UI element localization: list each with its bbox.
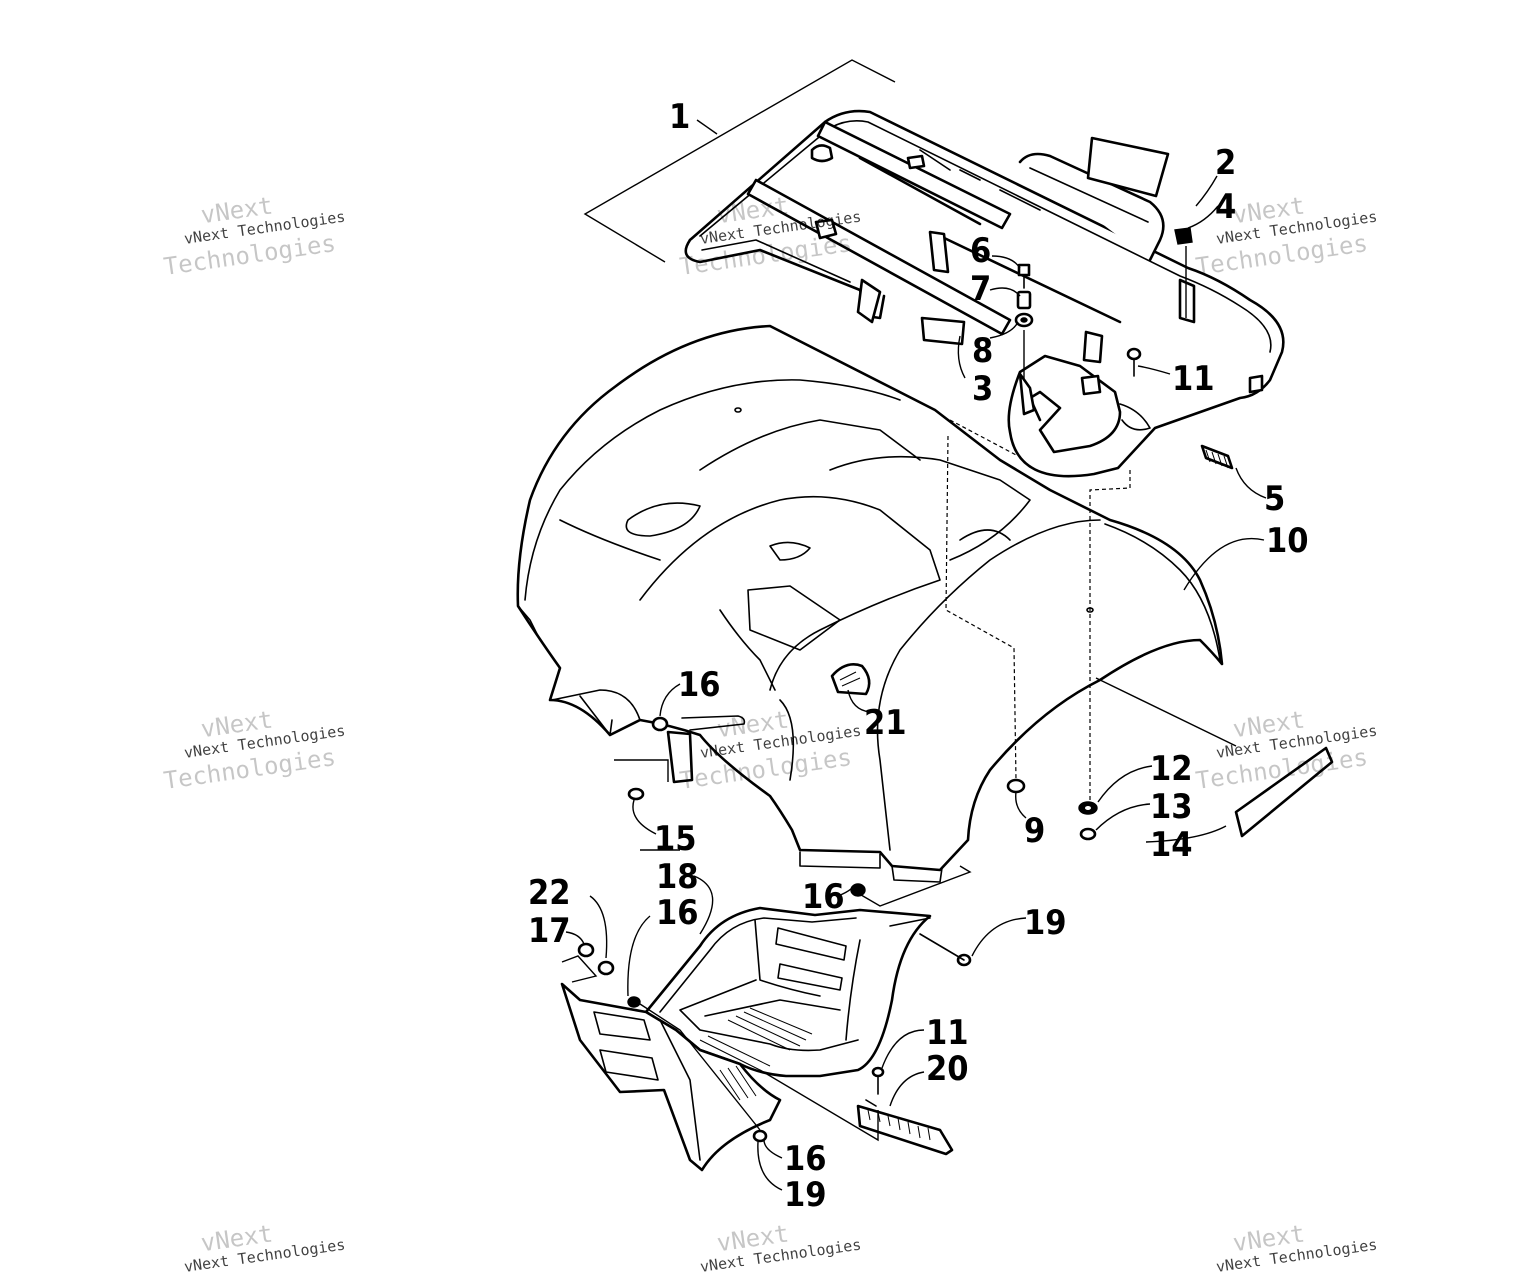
nut-16-fender-bottom bbox=[850, 883, 866, 897]
footwell bbox=[644, 906, 932, 1078]
nut-4 bbox=[1174, 227, 1193, 318]
spacer-7 bbox=[1016, 290, 1032, 310]
callout-19-right: 19 bbox=[1024, 903, 1067, 943]
callout-3: 3 bbox=[972, 369, 993, 409]
callout-16-step: 16 bbox=[784, 1139, 827, 1179]
callout-16-panel: 16 bbox=[656, 893, 699, 933]
rack-assembly-bracket bbox=[583, 59, 896, 263]
callout-1: 1 bbox=[669, 97, 690, 137]
screw-19-bottom bbox=[752, 1129, 768, 1143]
callout-18: 18 bbox=[656, 857, 699, 897]
decal-14 bbox=[1234, 746, 1334, 838]
callout-10: 10 bbox=[1266, 521, 1309, 561]
callout-16-fender: 16 bbox=[678, 665, 721, 705]
callout-9: 9 bbox=[1024, 811, 1045, 851]
rear-fender bbox=[516, 324, 1224, 883]
fender-flap bbox=[666, 715, 746, 784]
bolt-11-bottom bbox=[871, 1066, 885, 1095]
callout-22: 22 bbox=[528, 873, 571, 913]
callout-12: 12 bbox=[1150, 749, 1193, 789]
callout-19-bottom: 19 bbox=[784, 1175, 827, 1215]
callout-17: 17 bbox=[528, 911, 571, 951]
step-20 bbox=[856, 1099, 954, 1156]
decal-21 bbox=[830, 663, 871, 696]
nut-9 bbox=[1006, 778, 1026, 794]
callout-14: 14 bbox=[1150, 825, 1193, 865]
nut-22 bbox=[597, 960, 615, 976]
fastener-17 bbox=[577, 942, 595, 958]
washer-15 bbox=[627, 787, 645, 801]
callout-15: 15 bbox=[654, 819, 697, 859]
callout-13: 13 bbox=[1150, 787, 1193, 827]
guide-lines bbox=[561, 677, 1237, 1142]
callout-6: 6 bbox=[970, 231, 991, 271]
callout-20: 20 bbox=[926, 1049, 969, 1089]
handle-5 bbox=[1200, 444, 1234, 470]
callout-8: 8 bbox=[972, 331, 993, 371]
nut-13 bbox=[1079, 827, 1097, 841]
washer-12 bbox=[1078, 801, 1098, 815]
callout-4: 4 bbox=[1215, 187, 1236, 227]
callout-7: 7 bbox=[970, 269, 991, 309]
callout-11-top: 11 bbox=[1172, 359, 1215, 399]
decal-3 bbox=[920, 316, 966, 346]
nut-16-panel bbox=[627, 996, 641, 1008]
nut-16-fender bbox=[651, 716, 669, 732]
install-lines bbox=[945, 330, 1131, 800]
bolt-6 bbox=[1017, 263, 1031, 289]
washer-8 bbox=[1014, 312, 1034, 328]
footwell-side-panel bbox=[560, 982, 782, 1172]
rear-rack bbox=[684, 109, 1285, 478]
leader-lines bbox=[565, 175, 1267, 1191]
callout-labels: 1 2 4 6 7 8 3 11 5 10 16 21 15 9 12 13 1… bbox=[528, 97, 1309, 1215]
callout-2: 2 bbox=[1215, 143, 1236, 183]
decal-2 bbox=[1086, 136, 1170, 198]
callout-16-bottom-fender: 16 bbox=[802, 877, 845, 917]
bolt-11-top bbox=[1126, 347, 1142, 377]
callout-5: 5 bbox=[1264, 479, 1285, 519]
callout-11-bottom: 11 bbox=[926, 1013, 969, 1053]
screw-19-right bbox=[919, 933, 972, 967]
callout-21: 21 bbox=[864, 703, 907, 743]
